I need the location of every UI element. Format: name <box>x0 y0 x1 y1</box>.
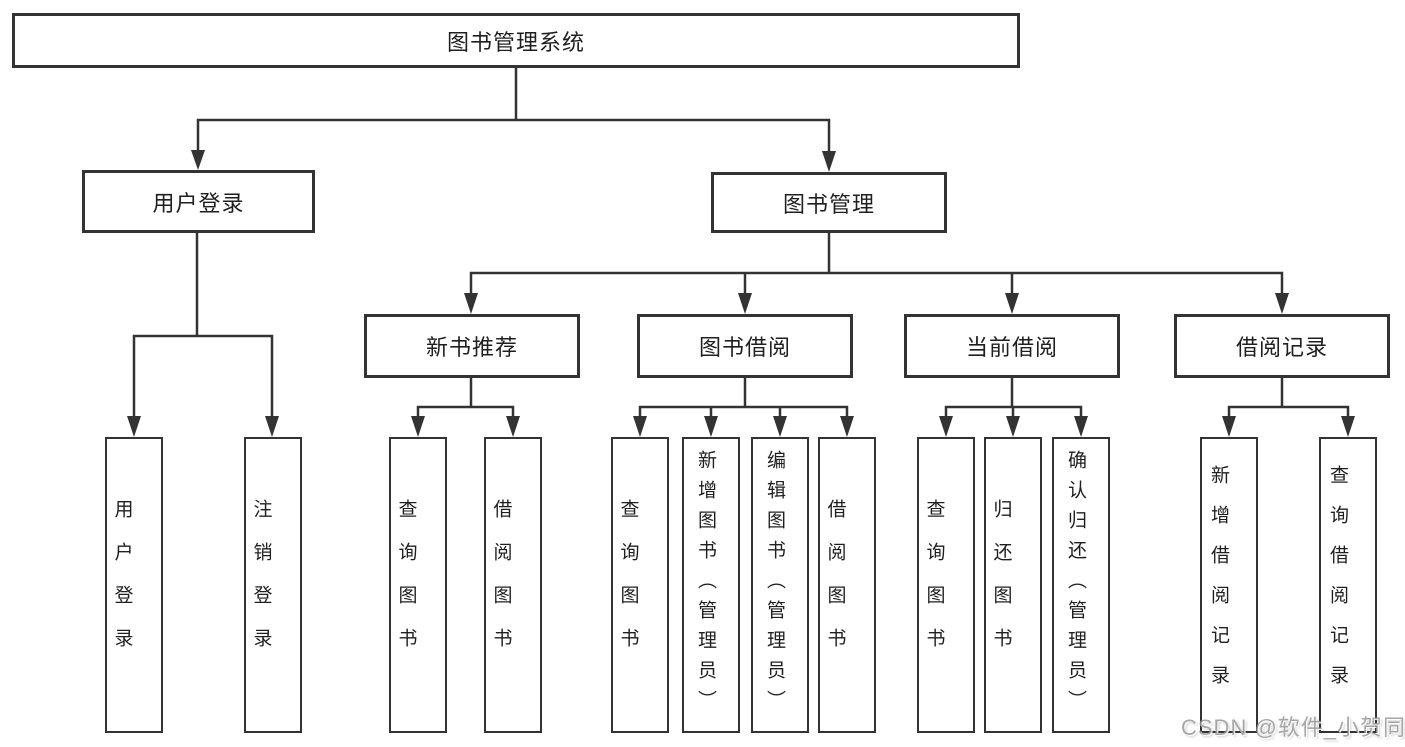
node-label: 确认归还（管理员） <box>1065 450 1086 720</box>
node-new-book-recommendation: 新书推荐 <box>364 314 580 378</box>
leaf-add-borrow-record: 新增借阅记录 <box>1200 437 1258 733</box>
node-label: 用户登录 <box>152 190 245 216</box>
node-label: 查询图书 <box>617 499 639 671</box>
csdn-watermark: CSDN @软件_小贺同学 <box>1181 715 1405 740</box>
leaf-query-books-borrowing: 查询图书 <box>611 437 669 733</box>
leaf-return-books: 归还图书 <box>984 437 1042 733</box>
node-label: 查询图书 <box>395 499 417 671</box>
leaf-confirm-return-admin: 确认归还（管理员） <box>1052 437 1110 733</box>
node-label: 借阅图书 <box>824 499 846 671</box>
leaf-borrow-books-recommend: 借阅图书 <box>484 437 542 733</box>
node-current-borrowing: 当前借阅 <box>904 314 1120 378</box>
tree-edges <box>132 68 1350 418</box>
arrowhead-icons <box>127 150 1355 437</box>
node-book-management: 图书管理 <box>711 172 947 233</box>
node-label: 用户登录 <box>111 499 133 671</box>
node-user-login: 用户登录 <box>82 170 315 233</box>
node-label: 注销登录 <box>250 499 272 671</box>
node-label: 归还图书 <box>990 499 1012 671</box>
leaf-logout: 注销登录 <box>244 437 302 733</box>
leaf-borrow-books: 借阅图书 <box>818 437 876 733</box>
leaf-query-borrow-record: 查询借阅记录 <box>1319 437 1377 733</box>
node-label: 查询图书 <box>923 499 945 671</box>
leaf-edit-books-admin: 编辑图书（管理员） <box>751 437 809 733</box>
node-label: 当前借阅 <box>965 335 1058 360</box>
node-label: 借阅图书 <box>490 499 512 671</box>
node-borrowing-records: 借阅记录 <box>1174 314 1390 378</box>
node-book-borrowing: 图书借阅 <box>637 314 853 378</box>
node-label: 借阅记录 <box>1235 335 1328 360</box>
node-label: 新增借阅记录 <box>1208 465 1229 705</box>
node-library-management-system: 图书管理系统 <box>12 13 1020 68</box>
node-label: 新书推荐 <box>425 335 518 360</box>
node-label: 新增图书（管理员） <box>695 450 716 720</box>
node-label: 编辑图书（管理员） <box>764 450 785 720</box>
leaf-add-books-admin: 新增图书（管理员） <box>682 437 740 733</box>
node-label: 图书管理 <box>782 191 875 217</box>
node-label: 查询借阅记录 <box>1327 465 1348 705</box>
leaf-query-books-recommend: 查询图书 <box>389 437 447 733</box>
leaf-query-books-current: 查询图书 <box>917 437 975 733</box>
node-label: 图书借阅 <box>698 335 791 360</box>
leaf-user-login: 用户登录 <box>105 437 163 733</box>
node-label: 图书管理系统 <box>446 29 585 55</box>
